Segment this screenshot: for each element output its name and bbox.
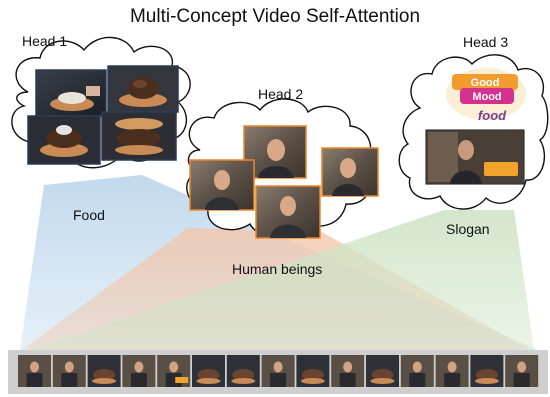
food-frame (101, 111, 177, 161)
strip-frame (470, 355, 504, 387)
strip-frame (52, 355, 86, 387)
strip-frame (296, 355, 330, 387)
concept-slogan-label: Slogan (446, 221, 490, 237)
strip-frame (331, 355, 365, 387)
head-2-frames (189, 125, 379, 239)
head-2-label: Head 2 (258, 86, 304, 102)
strip-frame (192, 355, 225, 387)
head-3-content: Good Mood food (425, 68, 526, 185)
concept-human-label: Human beings (232, 261, 323, 277)
strip-frame (435, 355, 469, 387)
attention-cones (20, 175, 538, 350)
logo-word: food (478, 108, 507, 123)
slogan-frame (425, 129, 525, 185)
head-1-label: Head 1 (22, 33, 68, 49)
good-mood-food-logo: Good Mood food (446, 68, 526, 123)
slogan-attention-cone (30, 210, 534, 350)
strip-frame (505, 355, 539, 387)
food-frame (107, 65, 179, 113)
strip-frame (87, 355, 121, 387)
food-frame (27, 115, 101, 165)
strip-frame (18, 355, 51, 387)
strip-frame (122, 355, 156, 387)
logo-line-1: Good (471, 77, 500, 89)
strip-frame (366, 355, 399, 387)
human-frame (321, 147, 379, 197)
human-frame (255, 185, 321, 239)
head-1-frames (27, 65, 179, 165)
human-frame (189, 159, 255, 211)
strip-frame (157, 355, 191, 387)
strip-frame (400, 355, 434, 387)
strip-frames (18, 355, 539, 387)
concept-food-label: Food (73, 207, 105, 223)
diagram-title: Multi-Concept Video Self-Attention (129, 6, 421, 27)
strip-frame (261, 355, 295, 387)
head-3-label: Head 3 (463, 34, 509, 50)
logo-line-2: Mood (472, 91, 501, 103)
strip-frame (226, 355, 260, 387)
food-frame (35, 69, 107, 117)
video-filmstrip (8, 350, 548, 394)
